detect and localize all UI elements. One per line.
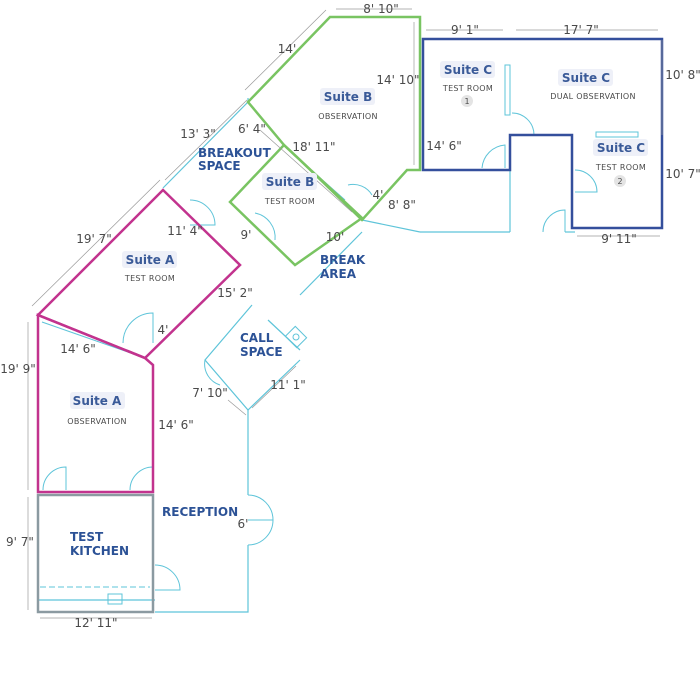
name-box bbox=[70, 392, 125, 409]
dimension-label: 19' 7" bbox=[76, 232, 112, 246]
area-label-break-area: AREA bbox=[320, 267, 357, 281]
room-number-badge bbox=[461, 95, 473, 107]
dimension-label: 13' 3" bbox=[180, 127, 216, 141]
dimension-label: 8' 10" bbox=[363, 2, 399, 16]
area-label-test: TEST bbox=[70, 530, 104, 544]
dimension-label: 15' 2" bbox=[217, 286, 253, 300]
dimension-label: 6' bbox=[238, 517, 249, 531]
name-box bbox=[558, 69, 613, 86]
room-subtitle: TEST ROOM bbox=[264, 197, 315, 206]
suite-a-observation-outline bbox=[36, 313, 155, 494]
name-box bbox=[593, 139, 648, 156]
dimension-label: 12' 11" bbox=[74, 616, 117, 630]
dimension-label: 11' 1" bbox=[270, 378, 306, 392]
dimension-label: 7' 10" bbox=[192, 386, 228, 400]
room-subtitle: TEST ROOM bbox=[442, 84, 493, 93]
dimension-label: 8' 8" bbox=[388, 198, 416, 212]
room-title: Suite C bbox=[444, 63, 492, 77]
dimension-lines bbox=[27, 8, 663, 619]
dimension-label: 18' 11" bbox=[292, 140, 335, 154]
room-title: Suite B bbox=[324, 90, 373, 104]
test-kitchen-outline bbox=[36, 493, 155, 614]
room-subtitle: TEST ROOM bbox=[595, 163, 646, 172]
name-box bbox=[440, 61, 495, 78]
dimension-labels: 8' 10" 14' 14' 10" 9' 1" 17' 7" 10' 8" 1… bbox=[0, 2, 700, 630]
room-suite-c-dual-observation: Suite C DUAL OBSERVATION bbox=[550, 69, 636, 101]
room-suite-c-test-2: Suite C TEST ROOM 2 bbox=[593, 139, 648, 187]
dimension-label: 10' 8" bbox=[665, 68, 700, 82]
room-suite-b-test: Suite B TEST ROOM bbox=[262, 173, 317, 206]
dimension-label: 14' 6" bbox=[60, 342, 96, 356]
dimension-label: 14' 6" bbox=[426, 139, 462, 153]
area-label-call-space: SPACE bbox=[240, 345, 283, 359]
dimension-label: 10' 7" bbox=[665, 167, 700, 181]
area-label-breakout: BREAKOUT bbox=[198, 146, 272, 160]
name-box bbox=[320, 88, 375, 105]
room-number-badge bbox=[614, 175, 626, 187]
room-number: 1 bbox=[464, 97, 469, 106]
room-suite-a-observation: Suite A OBSERVATION bbox=[67, 392, 127, 426]
area-label-test-kitchen: KITCHEN bbox=[70, 544, 129, 558]
dimension-label: 9' 11" bbox=[601, 232, 637, 246]
dimension-label: 14' 6" bbox=[158, 418, 194, 432]
dimension-label: 9' bbox=[241, 228, 252, 242]
room-subtitle: OBSERVATION bbox=[318, 112, 378, 121]
area-label-break: BREAK bbox=[320, 253, 366, 267]
room-title: Suite C bbox=[562, 71, 610, 85]
dimension-label: 14' 10" bbox=[376, 73, 419, 87]
dimension-label: 4' bbox=[158, 323, 169, 337]
dimension-label: 6' 4" bbox=[238, 122, 266, 136]
dimension-label: 4' bbox=[373, 188, 384, 202]
name-box bbox=[122, 251, 177, 268]
dimension-label: 14' bbox=[278, 42, 297, 56]
room-title: Suite A bbox=[126, 253, 175, 267]
dimension-label: 10' bbox=[326, 230, 345, 244]
building-walls bbox=[38, 40, 575, 613]
dimension-label: 11' 4" bbox=[167, 224, 203, 238]
room-number: 2 bbox=[617, 177, 622, 186]
room-title: Suite C bbox=[597, 141, 645, 155]
dimension-label: 9' 7" bbox=[6, 535, 34, 549]
room-suite-c-test-1: Suite C TEST ROOM 1 bbox=[440, 61, 495, 107]
name-box bbox=[262, 173, 317, 190]
dimension-label: 17' 7" bbox=[563, 23, 599, 37]
area-label-reception: RECEPTION bbox=[162, 505, 238, 519]
area-label-breakout-space: SPACE bbox=[198, 159, 241, 173]
room-suite-a-test: Suite A TEST ROOM bbox=[122, 251, 177, 283]
room-subtitle: TEST ROOM bbox=[124, 274, 175, 283]
suite-b-test-room-outline bbox=[228, 143, 364, 267]
dimension-label: 9' 1" bbox=[451, 23, 479, 37]
door-swings bbox=[40, 64, 639, 605]
room-subtitle: OBSERVATION bbox=[67, 417, 127, 426]
room-suite-b-observation: Suite B OBSERVATION bbox=[318, 88, 378, 121]
area-label-call: CALL bbox=[240, 331, 274, 345]
room-title: Suite B bbox=[266, 175, 315, 189]
dimension-label: 19' 9" bbox=[0, 362, 36, 376]
room-subtitle: DUAL OBSERVATION bbox=[550, 92, 636, 101]
room-title: Suite A bbox=[73, 394, 122, 408]
